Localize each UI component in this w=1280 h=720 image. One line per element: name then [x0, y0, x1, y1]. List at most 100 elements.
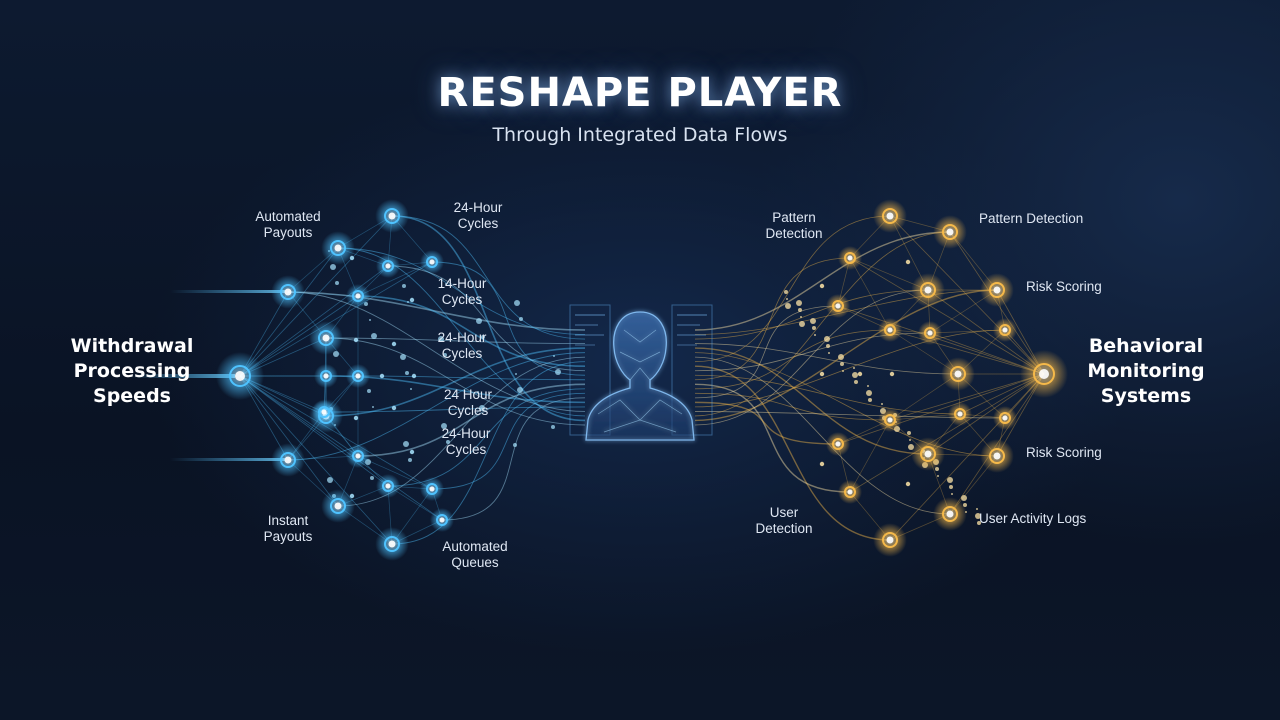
data-stream — [287, 352, 586, 461]
data-stream — [694, 329, 1006, 408]
node-label-pattern-detection: Pattern Detection — [765, 210, 823, 241]
data-stream — [694, 365, 891, 541]
data-stream — [694, 231, 951, 417]
network-node — [918, 321, 942, 345]
network-link — [837, 305, 1045, 375]
network-link — [849, 373, 1045, 493]
data-stream — [323, 406, 586, 413]
node-ring — [382, 480, 394, 492]
stream-dot — [796, 300, 802, 306]
network-node — [838, 246, 862, 270]
network-link — [837, 373, 1045, 445]
stream-dot — [514, 300, 520, 306]
node-ring — [942, 224, 958, 240]
network-link — [239, 375, 393, 545]
network-node — [873, 199, 907, 233]
network-node — [933, 497, 967, 531]
stream-dot — [840, 362, 844, 366]
stream-dot — [786, 298, 788, 300]
data-stream — [337, 247, 586, 417]
stream-dot — [909, 439, 911, 441]
node-core — [439, 517, 445, 523]
node-ring — [352, 290, 364, 302]
person-silhouette-icon — [585, 311, 695, 441]
network-link — [849, 257, 891, 331]
stream-dot — [814, 334, 816, 336]
node-ring — [942, 506, 958, 522]
node-label-pattern-detection: Pattern Detection — [979, 211, 1084, 226]
node-core — [993, 452, 1001, 460]
node-ring — [330, 498, 346, 514]
network-link — [357, 261, 433, 297]
stream-dot — [975, 513, 981, 519]
data-stream — [325, 337, 586, 345]
right-network-nodes — [819, 199, 1068, 557]
node-core — [924, 286, 932, 294]
node-core — [1002, 327, 1008, 333]
network-node-small — [391, 405, 397, 411]
node-ring — [884, 324, 896, 336]
network-link — [239, 375, 433, 490]
stream-dot — [446, 440, 450, 444]
data-stream — [694, 347, 929, 455]
network-node — [980, 439, 1014, 473]
network-node-small — [379, 373, 385, 379]
data-stream — [357, 375, 586, 381]
stream-dot — [515, 373, 517, 375]
node-core — [993, 286, 1001, 294]
node-core — [284, 456, 292, 464]
node-label-cycles: 24-Hour Cycles — [437, 330, 487, 361]
node-ring — [384, 536, 400, 552]
data-stream — [325, 337, 586, 426]
right-hub-label: Behavioral Monitoring Systems — [1087, 335, 1205, 407]
data-stream — [694, 352, 998, 457]
network-node-small — [411, 373, 417, 379]
node-core — [284, 288, 292, 296]
network-link — [239, 375, 389, 487]
node-core — [887, 417, 893, 423]
network-node — [430, 508, 454, 532]
node-ring — [950, 366, 966, 382]
stream-dot — [553, 355, 555, 357]
node-label-instant-payouts: Instant Payouts — [263, 513, 313, 544]
stream-dot — [810, 318, 816, 324]
stream-dot — [824, 336, 830, 342]
network-link — [239, 375, 443, 521]
node-ring — [426, 256, 438, 268]
network-link — [849, 257, 1045, 375]
node-ring — [318, 406, 330, 418]
left-hub-label: Withdrawal Processing Speeds — [70, 335, 194, 407]
network-node — [826, 294, 850, 318]
network-node — [941, 357, 975, 391]
center-data-panels — [569, 304, 713, 436]
network-node — [420, 250, 444, 274]
data-stream — [694, 231, 951, 331]
node-core — [835, 441, 841, 447]
data-stream — [694, 289, 929, 426]
node-ring — [832, 438, 844, 450]
network-node — [321, 489, 355, 523]
data-stream — [694, 305, 839, 399]
network-node-small — [353, 337, 359, 343]
stream-dot — [369, 319, 371, 321]
network-node — [933, 215, 967, 249]
node-ring — [352, 370, 364, 382]
node-core — [847, 489, 853, 495]
data-stream — [694, 215, 891, 363]
node-ring — [280, 452, 296, 468]
network-node-small — [409, 297, 415, 303]
node-ring — [229, 365, 251, 387]
stream-dot — [367, 389, 371, 393]
stream-dot — [867, 385, 869, 387]
node-label-automated-payouts: Automated Payouts — [255, 209, 321, 240]
node-ring — [436, 514, 448, 526]
node-core — [429, 486, 435, 492]
network-node — [911, 273, 945, 307]
node-ring — [280, 284, 296, 300]
network-node — [375, 199, 409, 233]
stream-dot — [907, 431, 911, 435]
network-link — [849, 419, 891, 493]
network-node — [271, 275, 305, 309]
network-node-small — [905, 259, 911, 265]
